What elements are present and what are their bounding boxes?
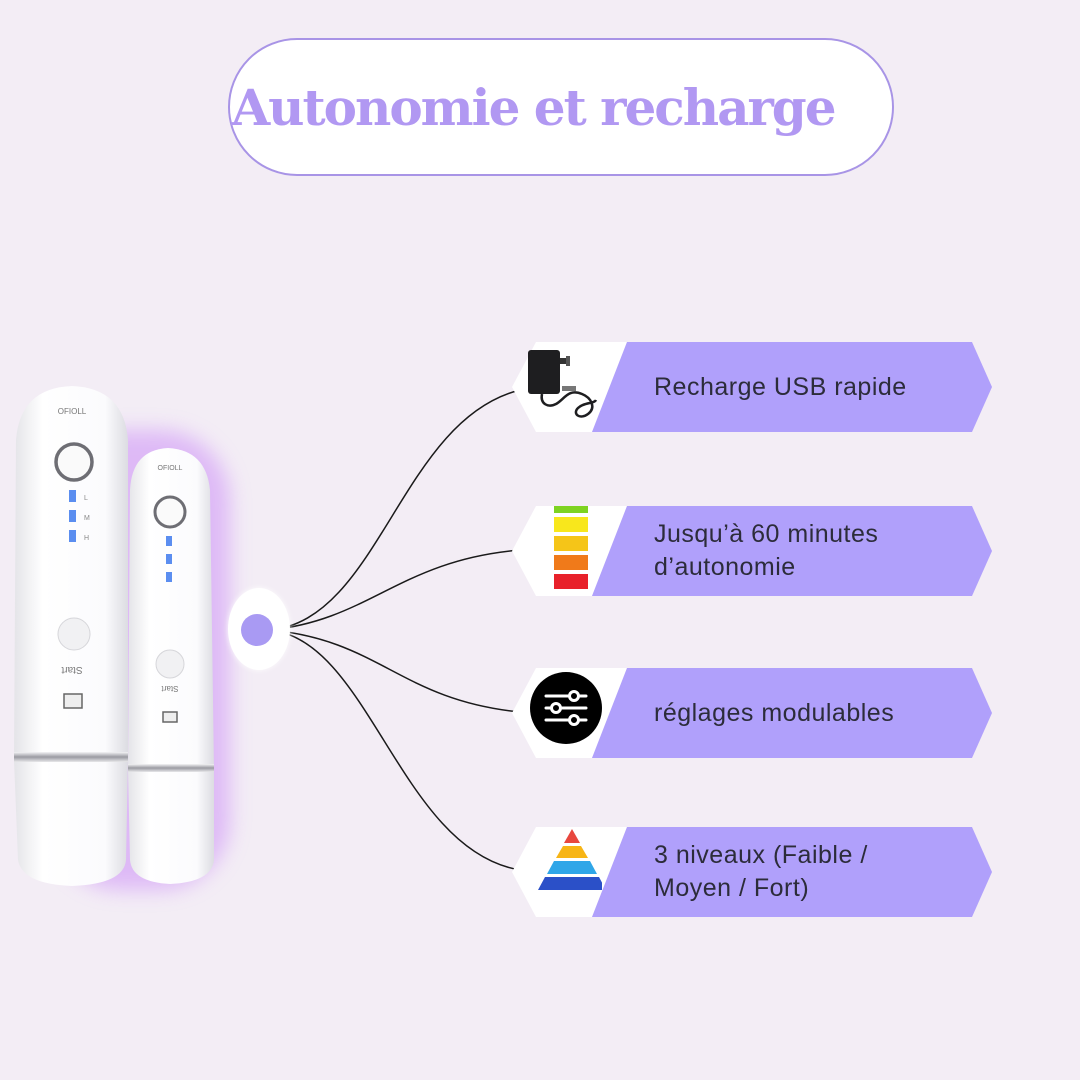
feature-autonomy: Jusqu’à 60 minutes d’autonomie <box>512 506 992 596</box>
device-small: OFIOLL Start <box>128 448 214 884</box>
feature-levels: 3 niveaux (Faible / Moyen / Fort) <box>512 827 992 917</box>
feature-label-line1: Jusqu’à 60 minutes <box>654 520 879 548</box>
svg-text:H: H <box>84 535 89 542</box>
feature-label-line2: d’autonomie <box>654 553 796 581</box>
feature-usb-charge: Recharge USB rapide <box>512 342 992 432</box>
svg-text:M: M <box>84 515 90 522</box>
feature-label-line2: Moyen / Fort) <box>654 874 810 902</box>
svg-text:L: L <box>84 495 88 502</box>
pyramid-icon <box>538 829 602 890</box>
feature-label: Recharge USB rapide <box>654 372 907 401</box>
device-large: L M H OFIOLL Start <box>14 386 128 886</box>
title-pill: Autonomie et recharge <box>228 38 894 176</box>
page-title: Autonomie et recharge <box>231 77 836 137</box>
hub-dot <box>241 614 273 646</box>
svg-text:OFIOLL: OFIOLL <box>58 407 87 416</box>
connector-lines <box>269 389 521 871</box>
feature-label: réglages modulables <box>654 698 895 727</box>
feature-label-line1: 3 niveaux (Faible / <box>654 841 868 869</box>
battery-level-icon <box>554 506 588 589</box>
svg-text:Start: Start <box>161 684 179 693</box>
feature-label: 3 niveaux (Faible / Moyen / Fort) <box>654 827 974 917</box>
feature-settings: réglages modulables <box>512 668 992 758</box>
feature-label: Jusqu’à 60 minutes d’autonomie <box>654 506 974 596</box>
svg-text:Start: Start <box>61 664 82 675</box>
charger-icon <box>528 350 598 418</box>
svg-text:OFIOLL: OFIOLL <box>158 465 183 472</box>
sliders-icon <box>530 672 602 744</box>
